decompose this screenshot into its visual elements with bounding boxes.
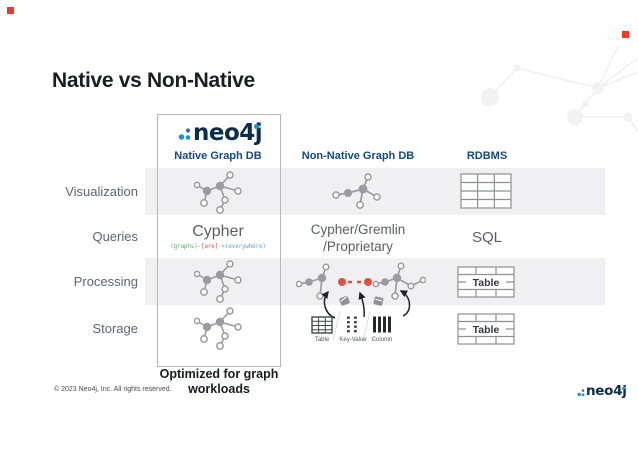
- storage-icon-label-column: Column: [371, 337, 393, 343]
- key-value-storage-icon: [347, 316, 357, 333]
- network-decoration-graphic: [481, 45, 638, 133]
- cypher-code-snippet: (graphs)-[are]->(everywhere): [155, 243, 281, 250]
- sql-label: SQL: [471, 229, 502, 246]
- graph-network-small-icon: [332, 173, 381, 209]
- code-node2-token: (everywhere): [224, 243, 266, 250]
- neo4j-footer-logo-mark-icon: [577, 389, 585, 397]
- column-storage-icon: [373, 316, 391, 333]
- neo4j-footer-logo-jdot: [622, 387, 625, 390]
- page-title: Native vs Non-Native: [52, 69, 255, 92]
- column-header-rdbms: RDBMS: [466, 150, 508, 162]
- table-word-icon: Table: [457, 313, 515, 345]
- code-arrow-token: ->: [218, 243, 225, 250]
- cypher-label: Cypher: [192, 223, 244, 240]
- neo4j-footer-logo-text: neo4j: [586, 383, 627, 400]
- column-header-native: Native Graph DB: [174, 150, 262, 162]
- row-label-storage: Storage: [92, 321, 138, 336]
- non-native-query-languages: Cypher/Gremlin /Proprietary: [288, 221, 428, 255]
- row-label-queries: Queries: [92, 229, 138, 244]
- red-dot-top-left: [7, 7, 14, 14]
- row-label-processing: Processing: [73, 274, 138, 289]
- neo4j-logo-mark-icon: [178, 128, 191, 140]
- neo4j-logo-text: neo4j: [193, 119, 263, 146]
- red-dot-top-right: [622, 31, 629, 38]
- table-grid-icon: [460, 173, 512, 209]
- broken-graph-processing-icon: [296, 262, 426, 300]
- neo4j-logo: neo4j: [178, 119, 263, 147]
- graph-network-icon: [194, 260, 242, 303]
- storage-icon-label-table: Table: [314, 337, 330, 343]
- neo4j-logo-jdot: [254, 124, 259, 129]
- column-header-non-native: Non-Native Graph DB: [301, 150, 415, 162]
- non-native-query-line2: /Proprietary: [323, 239, 393, 254]
- native-column-box: [157, 114, 281, 367]
- native-box-footnote: Optimized for graph workloads: [159, 367, 279, 396]
- graph-network-icon: [194, 171, 242, 214]
- code-node-token: (graphs): [170, 243, 198, 250]
- neo4j-footer-logo: neo4j: [577, 384, 627, 400]
- table-word-label: Table: [473, 277, 500, 289]
- code-dash-token: -: [197, 243, 202, 250]
- table-word-label: Table: [473, 324, 500, 336]
- copyright-text: © 2023 Neo4j, Inc. All rights reserved.: [54, 386, 172, 393]
- table-storage-icon: [311, 316, 333, 334]
- non-native-query-line1: Cypher/Gremlin: [310, 222, 406, 237]
- row-label-visualization: Visualization: [65, 184, 138, 199]
- code-rel-token: [are]: [200, 243, 218, 250]
- storage-icon-label-key-value: Key-Value: [339, 337, 367, 343]
- table-word-icon: Table: [457, 266, 515, 298]
- graph-network-icon: [194, 307, 242, 350]
